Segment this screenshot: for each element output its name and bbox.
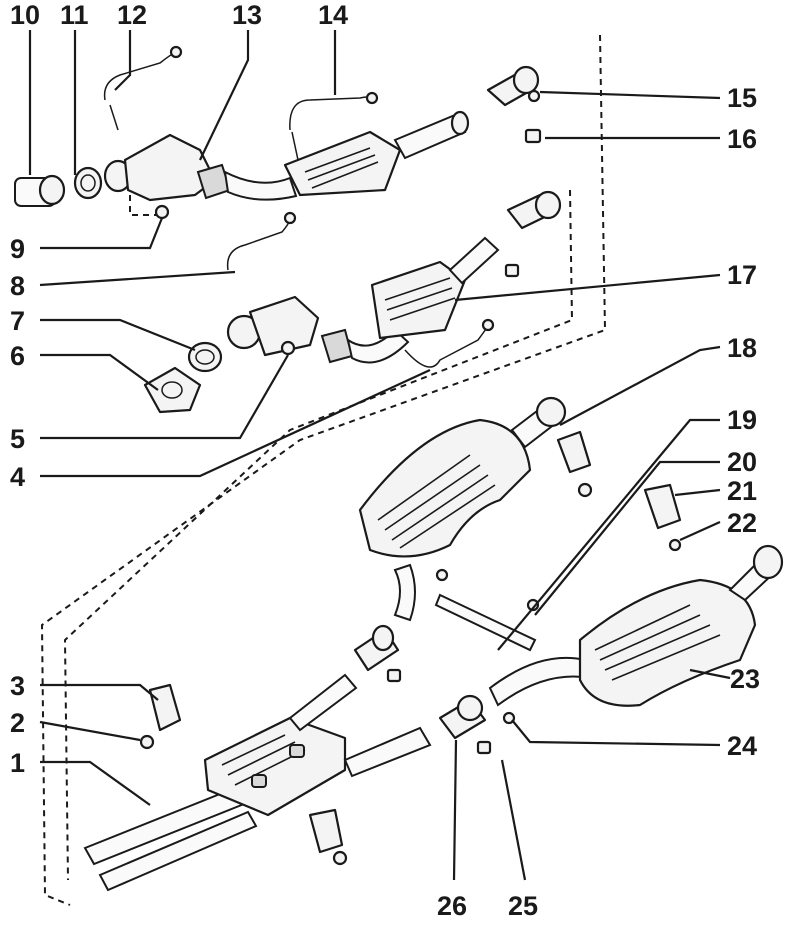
callout-22: 22 xyxy=(727,508,757,538)
callout-2: 2 xyxy=(10,708,25,738)
callout-12: 12 xyxy=(117,0,147,30)
callout-17: 17 xyxy=(727,260,757,290)
callout-labels: 10 11 12 13 14 15 16 9 8 17 7 6 18 5 19 … xyxy=(10,0,760,921)
callout-4: 4 xyxy=(10,462,25,492)
upper-catalytic-converter-assembly xyxy=(14,45,542,220)
callout-8: 8 xyxy=(10,271,25,301)
rear-silencer-right xyxy=(488,483,784,707)
callout-5: 5 xyxy=(10,424,25,454)
callout-6: 6 xyxy=(10,341,25,371)
callout-26: 26 xyxy=(437,891,467,921)
rear-silencer-left xyxy=(358,396,593,652)
leader-lines xyxy=(28,30,731,881)
clamps-and-connectors xyxy=(353,624,516,755)
callout-14: 14 xyxy=(318,0,348,30)
callout-10: 10 xyxy=(10,0,40,30)
callout-13: 13 xyxy=(232,0,262,30)
callout-11: 11 xyxy=(60,0,89,30)
callout-16: 16 xyxy=(727,124,757,154)
callout-23: 23 xyxy=(730,664,760,694)
callout-7: 7 xyxy=(10,306,25,336)
callout-25: 25 xyxy=(508,891,538,921)
callout-1: 1 xyxy=(10,748,25,778)
callout-24: 24 xyxy=(727,731,757,761)
callout-19: 19 xyxy=(727,405,757,435)
callout-18: 18 xyxy=(727,333,757,363)
lower-catalytic-converter-assembly xyxy=(143,190,562,414)
callout-20: 20 xyxy=(727,447,757,477)
assembly-boundary xyxy=(40,34,607,906)
callout-3: 3 xyxy=(10,671,25,701)
callout-21: 21 xyxy=(727,476,757,506)
center-silencer-assembly xyxy=(83,673,432,892)
callout-9: 9 xyxy=(10,234,25,264)
callout-15: 15 xyxy=(727,83,757,113)
